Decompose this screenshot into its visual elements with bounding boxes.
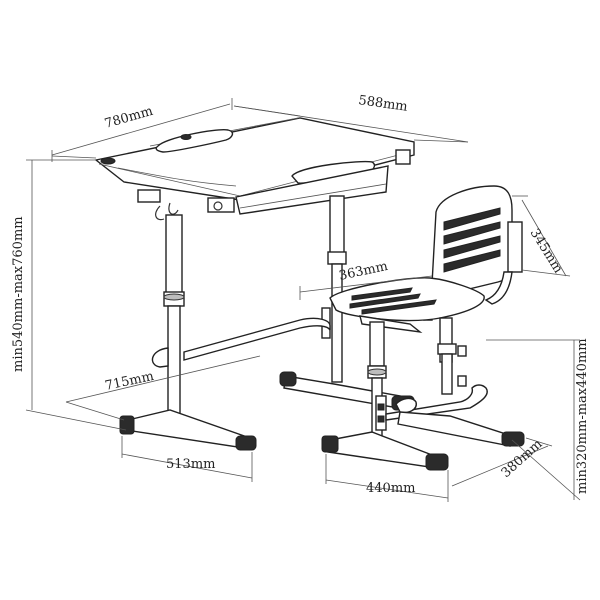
label-desk-depth: 588mm xyxy=(357,93,408,115)
chair-front-foot xyxy=(321,431,449,471)
chair-rear-foot xyxy=(397,411,525,447)
desk-front-foot xyxy=(119,409,257,451)
desk-front-leg xyxy=(163,214,185,417)
chair-front-leg xyxy=(367,321,387,441)
dimension-lines xyxy=(25,98,581,502)
desk-top xyxy=(94,117,415,221)
label-desk-leg-depth: 715mm xyxy=(104,369,156,394)
desk-rear-foot xyxy=(279,371,415,411)
chair-seat xyxy=(329,277,485,334)
label-desk-height: min540mm-max760mm xyxy=(11,216,26,372)
label-desk-base-width: 513mm xyxy=(166,457,215,472)
chair xyxy=(321,185,525,471)
label-chair-height: min320mm-max440mm xyxy=(575,338,590,494)
desk xyxy=(94,117,415,451)
chair-rear-leg xyxy=(437,317,467,395)
label-chair-base-width: 440mm xyxy=(366,481,415,496)
label-chair-back-width: 345mm xyxy=(527,226,566,276)
